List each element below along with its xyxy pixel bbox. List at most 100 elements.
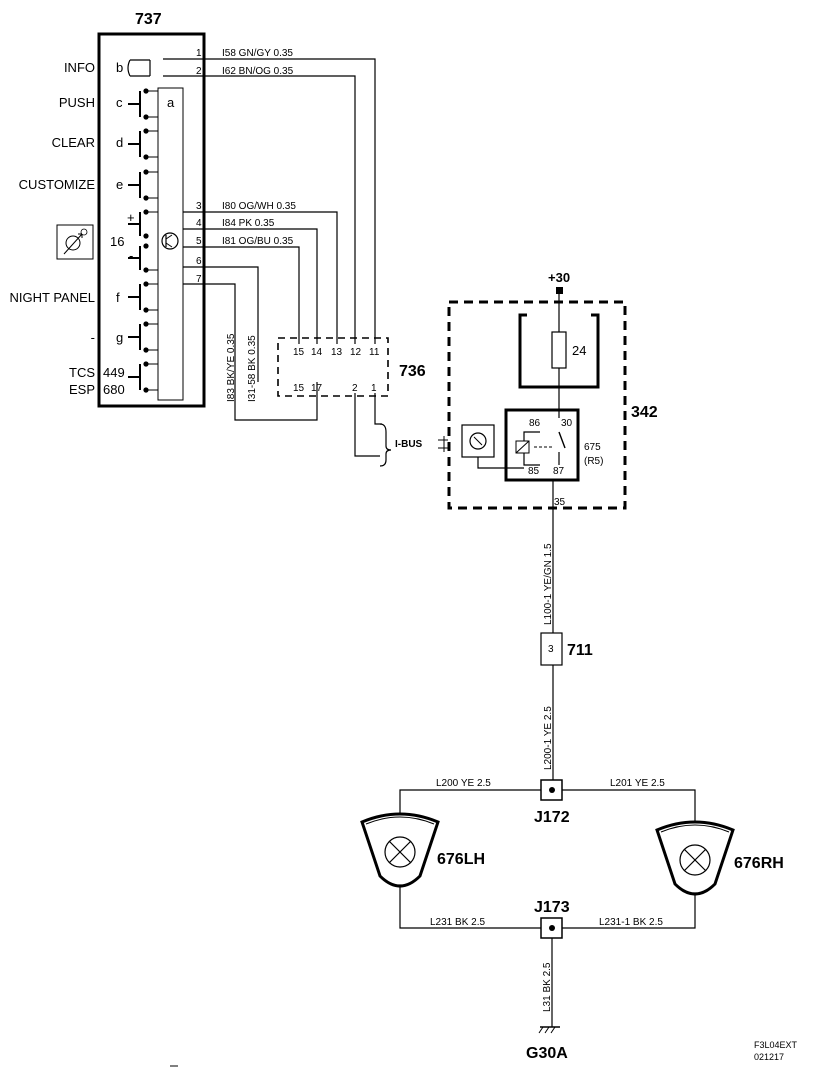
switch-labels: INFO PUSH CLEAR CUSTOMIZE NIGHT PANEL - … [10, 60, 96, 397]
junction-j172-label: J172 [534, 809, 570, 826]
wire-label-i58: I58 GN/GY 0.35 [222, 48, 293, 59]
switch-label-tcs: TCS [69, 365, 95, 380]
control-module-circle [469, 432, 487, 450]
wires-737 [163, 58, 382, 457]
control-module-wire [477, 457, 524, 469]
relay-contact [558, 431, 566, 449]
wire-l231 [399, 886, 541, 929]
wire-label-i81: I81 OG/BU 0.35 [222, 236, 294, 247]
component-737-box [97, 32, 206, 408]
wire-label-i83: I83 BK/YE 0.35 [226, 333, 237, 402]
switch-contacts [127, 59, 158, 393]
pin-7: 7 [196, 274, 202, 285]
switch-letter-f: f [116, 290, 120, 305]
junction-j172-dot [549, 787, 555, 793]
footer-date: 021217 [754, 1052, 784, 1062]
switch-label-night-panel: NIGHT PANEL [10, 290, 95, 305]
switch-letters: b c d e 16 f g 449 680 + - [103, 60, 135, 397]
switch-letter-g: g [116, 330, 123, 345]
wire-label-i80: I80 OG/WH 0.35 [222, 201, 296, 212]
fuse-symbol [551, 331, 567, 369]
wire-labels: I58 GN/GY 0.35 I62 BN/OG 0.35 I80 OG/WH … [222, 48, 296, 402]
pin-736-13: 13 [331, 347, 343, 358]
lamp-676lh-label: 676LH [437, 851, 485, 868]
wire-label-l31: L31 BK 2.5 [542, 962, 553, 1012]
wire-l231-1 [562, 894, 696, 929]
switch-letter-c: c [116, 95, 123, 110]
wire-label-i31: I31-58 BK 0.35 [247, 335, 258, 402]
wire-label-l231: L231 BK 2.5 [430, 917, 485, 928]
lamp-676lh [360, 812, 440, 888]
wire-label-l200-1: L200-1 YE 2.5 [543, 706, 554, 770]
relay-out-pin: 35 [554, 497, 566, 508]
inner-block-label: a [167, 95, 175, 110]
fuse-label: 24 [572, 343, 586, 358]
wire-label-l100: L100-1 YE/GN 1.5 [543, 543, 554, 625]
pin-4: 4 [196, 218, 202, 229]
component-737-label: 737 [135, 11, 162, 28]
relay-675-box [504, 408, 580, 482]
ibus-label: I-BUS [395, 439, 423, 450]
wire-label-l231-1: L231-1 BK 2.5 [599, 917, 663, 928]
relay-pin-85: 85 [528, 466, 540, 477]
switch-letter-d: d [116, 135, 123, 150]
supply-terminal [556, 287, 563, 294]
lamp-676rh-label: 676RH [734, 855, 784, 872]
wire-label-l200: L200 YE 2.5 [436, 778, 491, 789]
switch-minus-sign: - [129, 248, 133, 263]
component-736-box [277, 337, 389, 397]
junction-j173-label: J173 [534, 899, 570, 916]
fuse-box [518, 313, 600, 389]
switch-label-clear: CLEAR [52, 135, 95, 150]
pin-736-11: 11 [369, 347, 380, 358]
connector-736-pins: 15 14 13 12 11 15 17 2 1 [293, 347, 380, 394]
connector-711-box [540, 632, 563, 666]
switch-label-minus: - [91, 330, 95, 345]
relay-pin-86: 86 [529, 418, 541, 429]
switch-label-esp: ESP [69, 382, 95, 397]
wire-label-i62: I62 BN/OG 0.35 [222, 66, 294, 77]
control-module-mark [473, 436, 483, 446]
switch-plus-sign: + [127, 210, 135, 225]
pin-736-1: 1 [371, 383, 377, 394]
lamp-676rh [655, 820, 735, 896]
dimmer-icon [56, 224, 94, 260]
pin-1: 1 [196, 48, 202, 59]
switch-letter-e: e [116, 177, 123, 192]
pin-2: 2 [196, 66, 202, 77]
pin-736-15-bottom: 15 [293, 383, 305, 394]
relay-coil-wires [523, 431, 540, 466]
supply-label: +30 [548, 270, 570, 285]
pin-3: 3 [196, 201, 202, 212]
connector-711-pin: 3 [548, 644, 554, 655]
pin-736-15-top: 15 [293, 347, 305, 358]
relay-sub-label: (R5) [584, 456, 603, 467]
relay-coil-mark [515, 440, 530, 454]
wire-pin-numbers: 1 2 3 4 5 6 7 [196, 48, 202, 285]
switch-letter-16: 16 [110, 234, 124, 249]
footer-code: F3L04EXT [754, 1040, 798, 1050]
connector-711-label: 711 [567, 642, 593, 659]
pin-6: 6 [196, 256, 202, 267]
wire-l201 [562, 789, 696, 824]
relay-pin-30: 30 [561, 418, 573, 429]
pin-736-17: 17 [311, 383, 323, 394]
pin-736-12: 12 [350, 347, 362, 358]
switch-label-push: PUSH [59, 95, 95, 110]
switch-label-info: INFO [64, 60, 95, 75]
component-342-box [447, 300, 627, 510]
switch-letter-b: b [116, 60, 123, 75]
ground-label: G30A [526, 1045, 568, 1062]
pin-5: 5 [196, 236, 202, 247]
switch-letter-449: 449 [103, 365, 125, 380]
wire-label-i84: I84 PK 0.35 [222, 218, 275, 229]
transistor-symbol [161, 232, 179, 250]
wire-label-l201: L201 YE 2.5 [610, 778, 665, 789]
pin-736-2: 2 [352, 383, 358, 394]
switch-letter-680: 680 [103, 382, 125, 397]
ground-symbol [538, 1026, 560, 1034]
pin-736-14: 14 [311, 347, 323, 358]
switch-label-customize: CUSTOMIZE [19, 177, 96, 192]
ibus-bracket: I-BUS [379, 423, 448, 467]
